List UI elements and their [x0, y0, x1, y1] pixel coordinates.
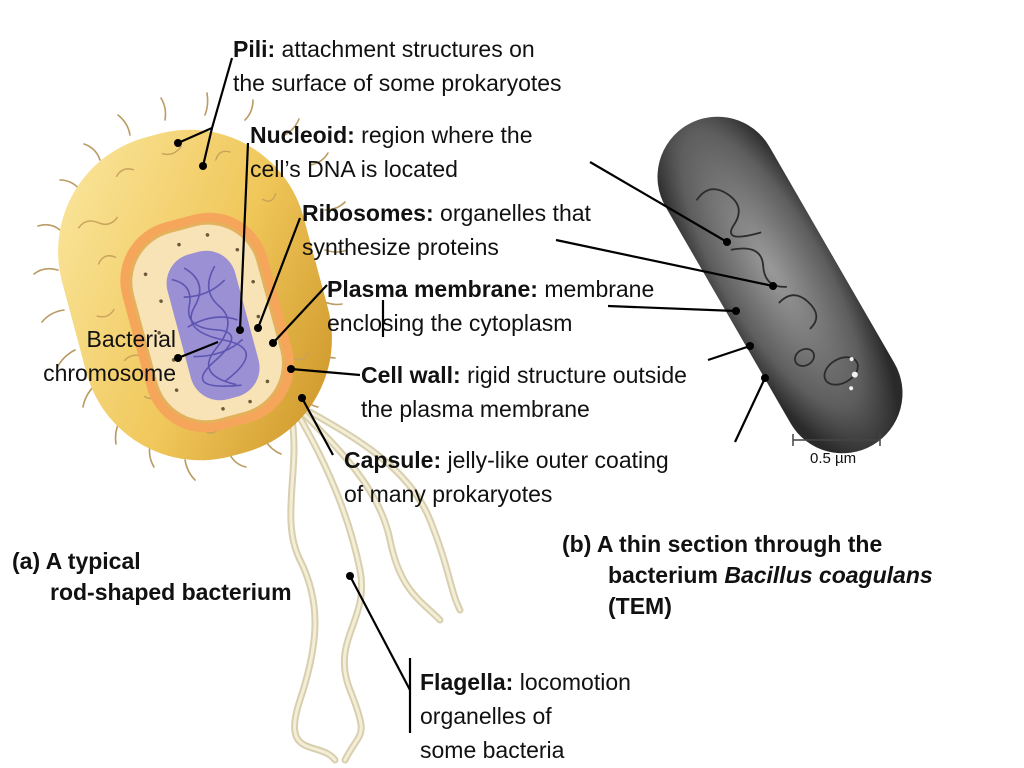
- pili-desc-1: attachment structures on: [275, 36, 535, 62]
- cell-wall-term: Cell wall:: [361, 362, 461, 388]
- caption-b-line-3: (TEM): [608, 593, 672, 619]
- label-ribosomes: Ribosomes: organelles that synthesize pr…: [302, 196, 591, 264]
- flagella-desc-3: some bacteria: [420, 737, 565, 763]
- label-capsule: Capsule: jelly-like outer coating of man…: [344, 443, 669, 511]
- capsule-desc-1: jelly-like outer coating: [441, 447, 669, 473]
- label-plasma-membrane: Plasma membrane: membrane enclosing the …: [327, 272, 654, 340]
- capsule-desc-2: of many prokaryotes: [344, 481, 553, 507]
- scale-bar-label: 0.5 µm: [810, 450, 857, 467]
- ribosomes-term: Ribosomes:: [302, 200, 434, 226]
- pili: [33, 92, 348, 481]
- caption-a-line-1: (a) A typical: [12, 548, 141, 574]
- caption-b-species: Bacillus coagulans: [724, 562, 933, 588]
- ribosomes-desc-1: organelles that: [433, 200, 591, 226]
- ribosomes: [143, 233, 274, 411]
- nucleoid-term: Nucleoid:: [250, 122, 355, 148]
- chromosome-line-2: chromosome: [43, 360, 176, 386]
- cell-wall-desc-2: the plasma membrane: [361, 396, 590, 422]
- flagella-desc-1: locomotion: [513, 669, 631, 695]
- pili-desc-2: the surface of some prokaryotes: [233, 70, 562, 96]
- caption-a-line-2: rod-shaped bacterium: [50, 579, 292, 605]
- label-nucleoid: Nucleoid: region where the cell’s DNA is…: [250, 118, 533, 186]
- label-pili: Pili: attachment structures on the surfa…: [233, 32, 562, 100]
- nucleoid-desc-2: cell’s DNA is located: [250, 156, 458, 182]
- label-bacterial-chromosome: Bacterial chromosome: [10, 322, 176, 390]
- plasma-membrane-term: Plasma membrane:: [327, 276, 538, 302]
- caption-a: (a) A typical rod-shaped bacterium: [12, 546, 292, 608]
- caption-b-line-2: bacterium: [608, 562, 725, 588]
- scale-bar: [792, 434, 881, 446]
- leader-lines: [177, 57, 774, 733]
- flagella-term: Flagella:: [420, 669, 514, 695]
- plasma-membrane-desc-2: enclosing the cytoplasm: [327, 310, 573, 336]
- nucleoid-desc-1: region where the: [354, 122, 533, 148]
- label-cell-wall: Cell wall: rigid structure outside the p…: [361, 358, 687, 426]
- plasma-membrane-desc-1: membrane: [537, 276, 655, 302]
- chromosome-line-1: Bacterial: [86, 326, 176, 352]
- capsule-term: Capsule:: [344, 447, 442, 473]
- flagella-desc-2: organelles of: [420, 703, 552, 729]
- nucleoid-shape: [166, 250, 260, 401]
- label-flagella: Flagella: locomotion organelles of some …: [420, 665, 631, 767]
- caption-b: (b) A thin section through the bacterium…: [562, 529, 933, 622]
- cell-wall-desc-1: rigid structure outside: [460, 362, 687, 388]
- pili-term: Pili:: [233, 36, 276, 62]
- caption-b-line-1: (b) A thin section through the: [562, 531, 883, 557]
- ribosomes-desc-2: synthesize proteins: [302, 234, 499, 260]
